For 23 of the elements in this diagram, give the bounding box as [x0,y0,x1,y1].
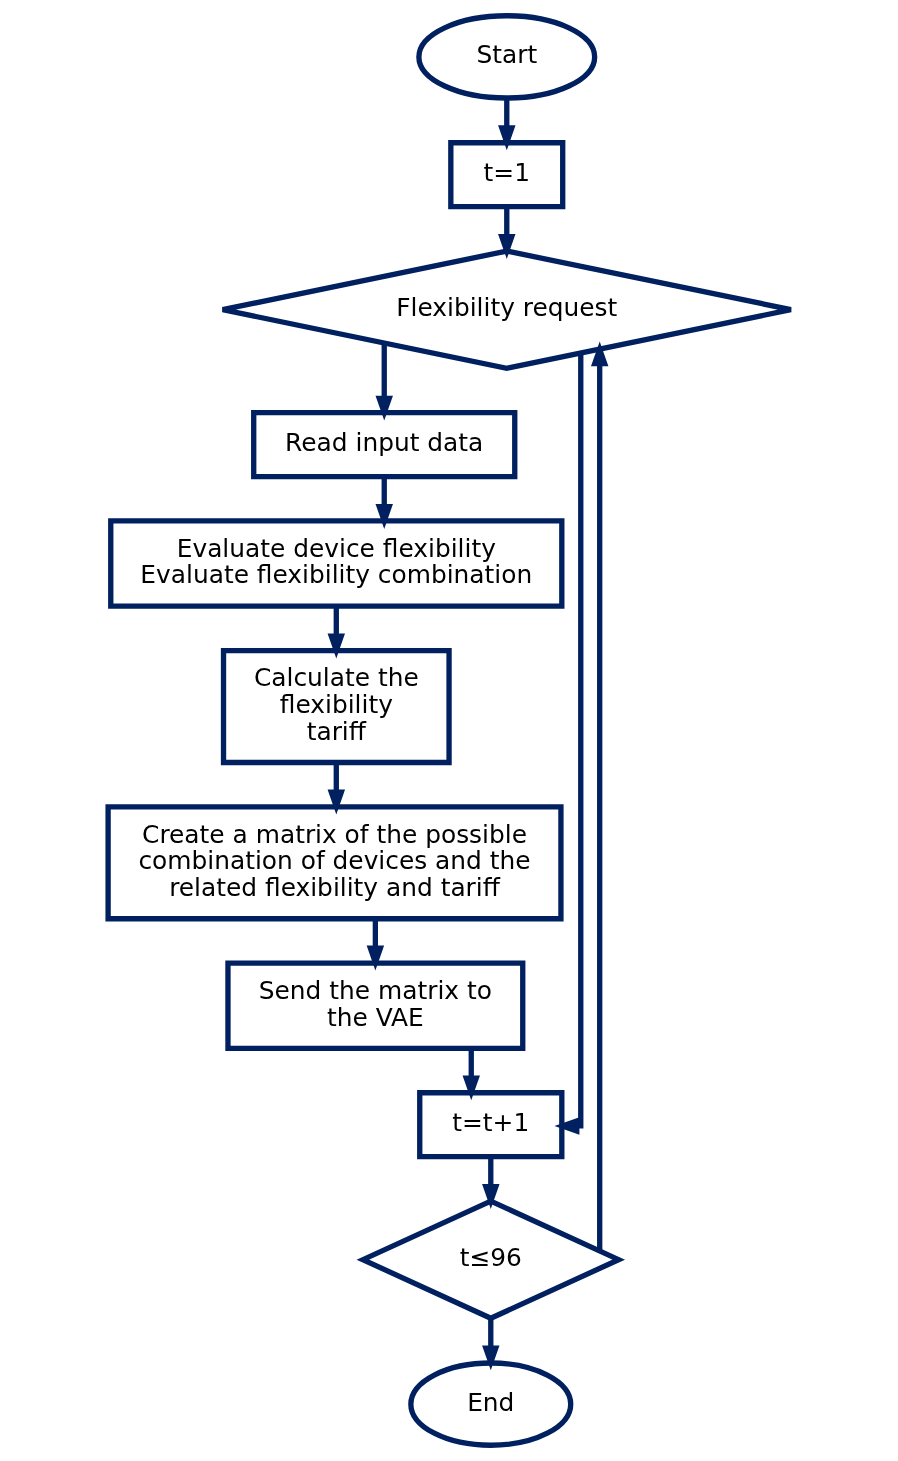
arrow [554,353,583,1135]
arrow [327,606,345,659]
node-box: t=1 [447,140,565,210]
node-ellipse: Start [415,13,597,101]
node-box: Calculate the flexibility tariff [220,647,452,766]
arrow [375,477,393,529]
arrow [375,343,393,421]
arrow [497,98,515,151]
node-box: Read input data [250,409,517,480]
arrow [327,762,345,815]
arrow [590,341,608,1251]
arrow [366,919,384,971]
node-box: t=t+1 [416,1090,564,1160]
node-diamond: t≤96 [356,1198,625,1322]
node-box: Evaluate device flexibility Evaluate flexibility combination [107,518,564,609]
arrow [497,206,515,259]
arrow [481,1318,499,1371]
node-box: Create a matrix of the possible combination of devices and the related flexibility and tariff [104,804,564,922]
node-box: Send the matrix to the VAE [224,960,525,1052]
node-ellipse: End [407,1360,573,1448]
arrow [462,1048,480,1101]
node-diamond: Flexibility request [219,248,794,371]
arrow [481,1156,499,1210]
